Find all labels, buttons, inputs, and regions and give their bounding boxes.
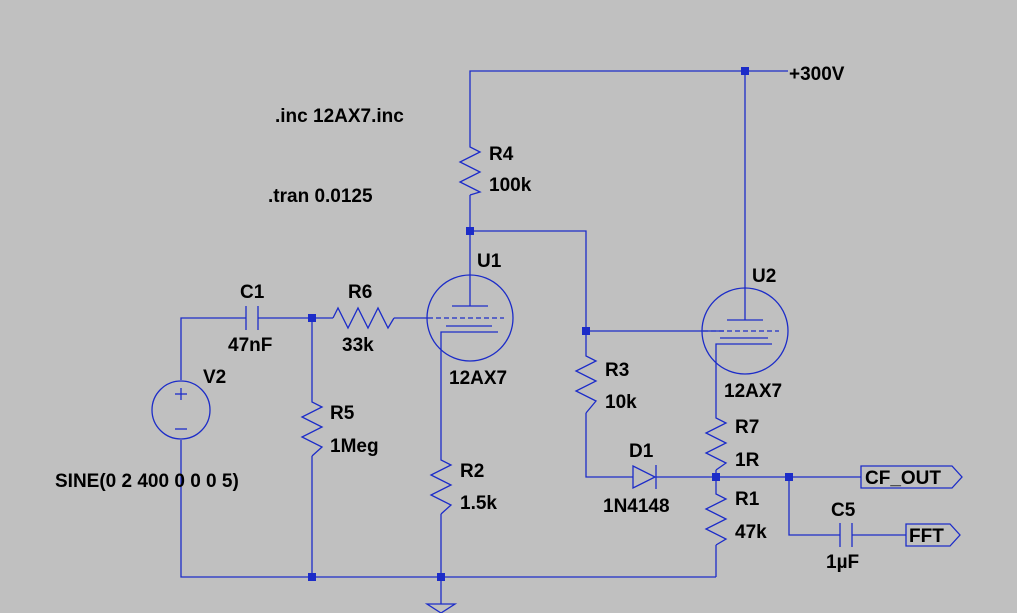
- r3-ref: R3: [605, 360, 629, 381]
- u2-ref: U2: [752, 266, 776, 287]
- wire-ground-bus[interactable]: [180, 440, 716, 578]
- r4-ref: R4: [489, 144, 514, 165]
- r4-value: 100k: [489, 175, 532, 196]
- resistor-r2[interactable]: [429, 450, 453, 515]
- resistor-r1[interactable]: [704, 486, 728, 546]
- wire-fft-branch[interactable]: [788, 477, 840, 536]
- u2-value: 12AX7: [724, 381, 782, 402]
- resistor-r5[interactable]: [300, 392, 324, 457]
- resistor-r7[interactable]: [704, 410, 728, 471]
- r2-value: 1.5k: [460, 493, 497, 514]
- c1-ref: C1: [240, 282, 265, 303]
- r2-ref: R2: [460, 461, 484, 482]
- v2-ref: V2: [203, 367, 226, 388]
- junction-u2-grid: [582, 327, 590, 335]
- d1-value: 1N4148: [603, 496, 670, 517]
- junction-rail: [741, 67, 749, 75]
- r3-value: 10k: [605, 392, 637, 413]
- r6-value: 33k: [342, 335, 374, 356]
- diode-d1[interactable]: [632, 464, 657, 490]
- capacitor-c5[interactable]: [839, 523, 853, 547]
- net-label-cf-out: CF_OUT: [865, 468, 941, 489]
- junction-input: [308, 314, 316, 322]
- c5-value: 1µF: [826, 552, 859, 573]
- resistor-r6[interactable]: [332, 306, 395, 330]
- r1-value: 47k: [735, 522, 767, 543]
- r7-ref: R7: [735, 417, 759, 438]
- r5-ref: R5: [330, 403, 355, 424]
- resistor-r4[interactable]: [458, 131, 482, 196]
- r1-ref: R1: [735, 489, 760, 510]
- directive-tran[interactable]: .tran 0.0125: [268, 186, 373, 207]
- resistor-r3[interactable]: [574, 346, 598, 414]
- junction-output: [785, 473, 793, 481]
- supply-label: +300V: [789, 64, 845, 85]
- net-flag-cf-out[interactable]: CF_OUT: [860, 465, 963, 489]
- junction-plate-node: [466, 227, 474, 235]
- junctions: [308, 67, 793, 581]
- net-flag-fft[interactable]: FFT: [905, 523, 961, 547]
- u1-ref: U1: [477, 251, 502, 272]
- directive-include[interactable]: .inc 12AX7.inc: [275, 106, 404, 127]
- d1-ref: D1: [629, 441, 654, 462]
- capacitor-c1[interactable]: [245, 306, 259, 330]
- wire-supply-rail[interactable]: [469, 70, 788, 131]
- net-label-fft: FFT: [909, 526, 944, 547]
- tube-u2[interactable]: [701, 287, 789, 375]
- r5-value: 1Meg: [330, 436, 379, 457]
- c1-value: 47nF: [228, 335, 272, 356]
- r7-value: 1R: [735, 450, 760, 471]
- wires: [180, 70, 906, 604]
- u1-value: 12AX7: [449, 368, 507, 389]
- junction-ground-r5: [308, 573, 316, 581]
- r6-ref: R6: [348, 282, 372, 303]
- wire-plate-to-r3[interactable]: [470, 230, 587, 331]
- junction-ground-r2: [437, 573, 445, 581]
- tube-u1[interactable]: [426, 274, 514, 362]
- wire-r3-to-diode[interactable]: [585, 413, 633, 478]
- wire-v2-c1[interactable]: [180, 317, 246, 380]
- ground-symbol: [424, 603, 458, 613]
- v2-value: SINE(0 2 400 0 0 0 5): [55, 471, 239, 492]
- voltage-source-v2[interactable]: [151, 380, 211, 440]
- c5-ref: C5: [831, 500, 856, 521]
- junction-cathode-node: [712, 473, 720, 481]
